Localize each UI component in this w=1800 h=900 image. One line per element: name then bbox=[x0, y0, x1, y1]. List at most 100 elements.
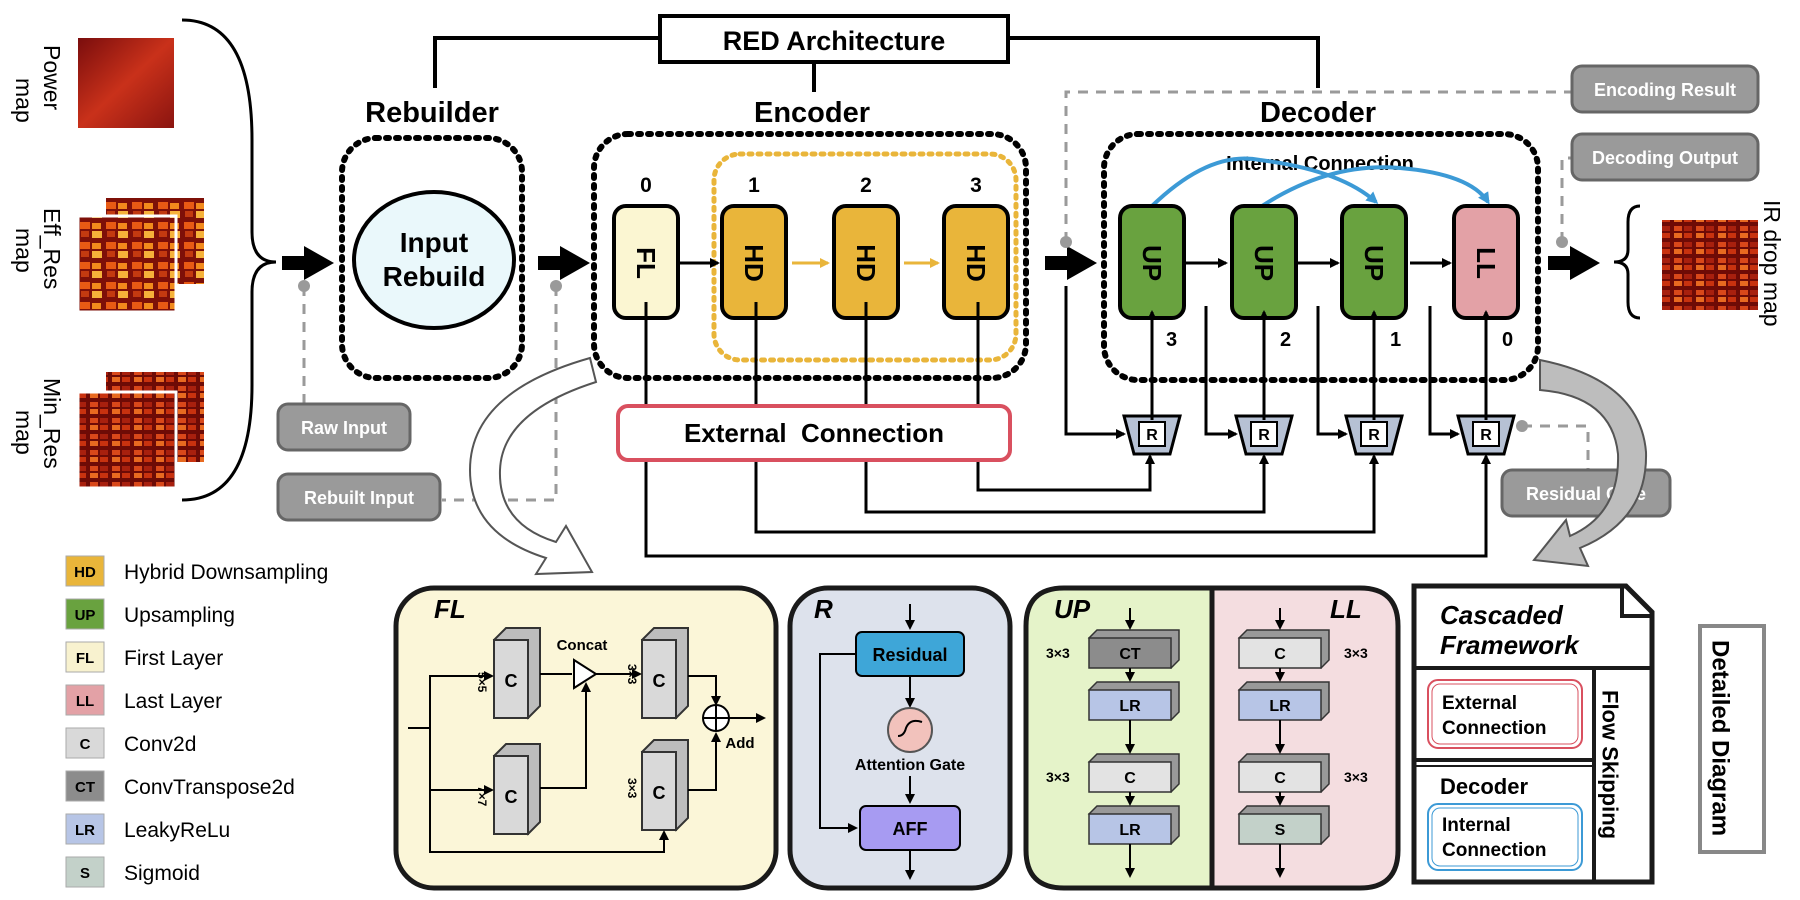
legend-label-2: First Layer bbox=[124, 647, 223, 670]
ir-drop-map-image bbox=[1662, 220, 1758, 310]
fl-wire-5 bbox=[540, 682, 591, 789]
output-brace bbox=[1613, 204, 1641, 320]
input-rebuild-label-1: Input bbox=[400, 227, 468, 258]
cascaded-internal-box-inner bbox=[1431, 807, 1579, 867]
legend-swatch-6 bbox=[65, 813, 105, 845]
encoder-block-label-0: FL bbox=[631, 247, 661, 279]
eff-res-label-2: map bbox=[11, 228, 37, 273]
decoder-block-label-3: LL bbox=[1471, 247, 1501, 279]
external-connection-label: External Connection bbox=[684, 418, 944, 448]
rebuilder-box bbox=[339, 135, 525, 381]
fl-conv-label-2: C bbox=[505, 787, 518, 807]
cascaded-decoder-label: Decoder bbox=[1440, 774, 1528, 799]
fl-conv-label-3: C bbox=[653, 671, 666, 691]
legend-label-0: Hybrid Downsampling bbox=[124, 561, 328, 584]
external-connection-box bbox=[616, 404, 1012, 462]
residual-inner-0 bbox=[1138, 421, 1166, 447]
enc-to-r1 bbox=[1064, 286, 1126, 439]
up-block-label-0: CT bbox=[1119, 646, 1141, 663]
rebuilt-input-dot bbox=[550, 280, 562, 292]
rebuilt-input-label: Rebuilt Input bbox=[304, 488, 414, 508]
residual-inner-3 bbox=[1472, 421, 1500, 447]
legend-swatch-5 bbox=[65, 770, 105, 802]
fl-wire-1 bbox=[408, 671, 494, 729]
fl-conv-label-4: C bbox=[653, 783, 666, 803]
eff-res-map-input: Eff_Res map bbox=[11, 198, 204, 314]
min-res-label-1: Min_Res bbox=[39, 378, 65, 469]
encoding-result-label: Encoding Result bbox=[1594, 80, 1736, 100]
up-kernel-1: 3×3 bbox=[1046, 645, 1070, 661]
up-block-0 bbox=[1088, 637, 1172, 669]
legend-swatch-0 bbox=[65, 555, 105, 587]
cascaded-external-box bbox=[1427, 679, 1583, 749]
cascaded-internal-2: Connection bbox=[1442, 840, 1547, 861]
r-aff-label: AFF bbox=[893, 819, 928, 839]
encoder-block-1 bbox=[720, 204, 788, 320]
ll-kernel-1: 3×3 bbox=[1344, 645, 1368, 661]
legend-abbr-3: LL bbox=[76, 693, 94, 710]
callout-arrow-right bbox=[1532, 358, 1648, 568]
residual-label-1: R bbox=[1258, 427, 1270, 444]
decoder-heading: Decoder bbox=[1260, 97, 1376, 129]
input-brace bbox=[181, 18, 277, 502]
up-kernel-2: 3×3 bbox=[1046, 769, 1070, 785]
thick-arrow-1 bbox=[282, 246, 334, 280]
legend-swatch-1 bbox=[65, 598, 105, 630]
thick-arrow-4 bbox=[1548, 246, 1600, 280]
output-label: IR drop map bbox=[1759, 200, 1785, 327]
cascaded-external-box-inner bbox=[1431, 683, 1579, 745]
up-block-label-1: LR bbox=[1119, 698, 1141, 715]
dec-index-1: 1 bbox=[1390, 329, 1401, 351]
fl-conv-7x7: C 7×7 bbox=[475, 743, 541, 836]
ll-block-label-3: S bbox=[1275, 822, 1286, 839]
raw-input-dot bbox=[298, 280, 310, 292]
legend-abbr-0: HD bbox=[74, 564, 96, 581]
min-res-label-2: map bbox=[11, 410, 37, 455]
encoder-index-0: 0 bbox=[640, 174, 652, 197]
encoder-index-3: 3 bbox=[970, 174, 982, 197]
legend-swatch-4 bbox=[65, 727, 105, 759]
up-block-label-2: C bbox=[1124, 770, 1136, 787]
decoder-block-label-1: UP bbox=[1249, 245, 1279, 281]
encoder-block-label-1: HD bbox=[739, 244, 769, 282]
cascaded-title-2: Framework bbox=[1440, 630, 1580, 660]
ll-block-3 bbox=[1238, 813, 1322, 845]
r-attention-gate bbox=[887, 707, 933, 753]
dec-index-2: 2 bbox=[1280, 329, 1291, 351]
residual-gate-dashed bbox=[1522, 424, 1590, 470]
fl-conv-3x3-bottom: C 3×3 bbox=[625, 739, 689, 832]
r-sigmoid-glyph bbox=[897, 719, 923, 737]
r-panel-title: R bbox=[814, 594, 833, 624]
legend-swatch-2 bbox=[65, 641, 105, 673]
internal-connection-curve-1 bbox=[1150, 156, 1379, 208]
legend-abbr-6: LR bbox=[75, 822, 95, 839]
ll-block-2 bbox=[1238, 761, 1322, 793]
fl-concat-triangle bbox=[573, 658, 598, 690]
legend-abbr-4: C bbox=[80, 736, 91, 753]
legend-swatch-3 bbox=[65, 684, 105, 716]
legend-label-1: Upsampling bbox=[124, 604, 235, 627]
ll-block-label-0: C bbox=[1274, 646, 1286, 663]
min-res-map-input: Min_Res map bbox=[11, 372, 204, 490]
power-map-label-2: map bbox=[11, 78, 37, 123]
encoding-result-tag bbox=[1570, 64, 1760, 114]
flow-skipping-label: Flow Skipping bbox=[1598, 690, 1623, 839]
detailed-diagram-label: Detailed Diagram bbox=[1707, 640, 1734, 836]
decoder-block-label-2: UP bbox=[1359, 245, 1389, 281]
encoding-result-dot bbox=[1060, 236, 1072, 248]
eff-res-label-1: Eff_Res bbox=[39, 208, 65, 289]
dec-index-0: 0 bbox=[1502, 329, 1513, 351]
up2-to-r3 bbox=[1316, 306, 1348, 439]
legend-abbr-2: FL bbox=[76, 650, 94, 667]
residual-label-2: R bbox=[1368, 427, 1380, 444]
fl-conv-3x3-top: C 3×3 bbox=[625, 627, 689, 720]
internal-connection-curve-2 bbox=[1260, 165, 1490, 208]
encoder-index-1: 1 bbox=[748, 174, 760, 197]
encoder-block-label-3: HD bbox=[961, 244, 991, 282]
decoding-output-dot bbox=[1556, 236, 1568, 248]
residual-label-3: R bbox=[1480, 427, 1492, 444]
legend-abbr-1: UP bbox=[75, 607, 96, 624]
